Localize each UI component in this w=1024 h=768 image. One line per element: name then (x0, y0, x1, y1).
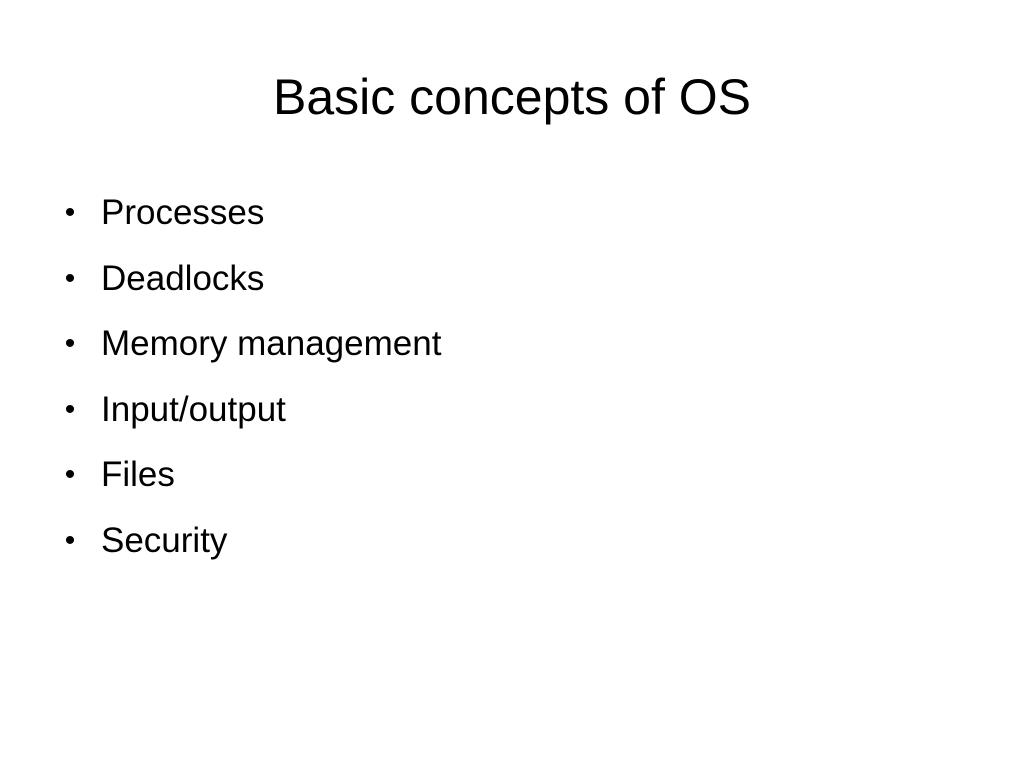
bullet-text: Memory management (101, 324, 442, 363)
bullet-text: Deadlocks (101, 258, 265, 298)
bullet-text: Processes (101, 193, 265, 232)
bullet-icon: • (64, 196, 76, 229)
bullet-text: Input/output (101, 389, 286, 429)
bullet-icon: • (64, 458, 76, 491)
bullet-icon: • (64, 327, 76, 360)
bullet-icon: • (64, 392, 76, 426)
bullet-icon: • (64, 261, 76, 295)
bullet-text: Security (101, 520, 228, 560)
bullet-icon: • (64, 523, 76, 557)
bullet-text: Files (101, 455, 175, 494)
slide-title: Basic concepts of OS (272, 69, 751, 125)
